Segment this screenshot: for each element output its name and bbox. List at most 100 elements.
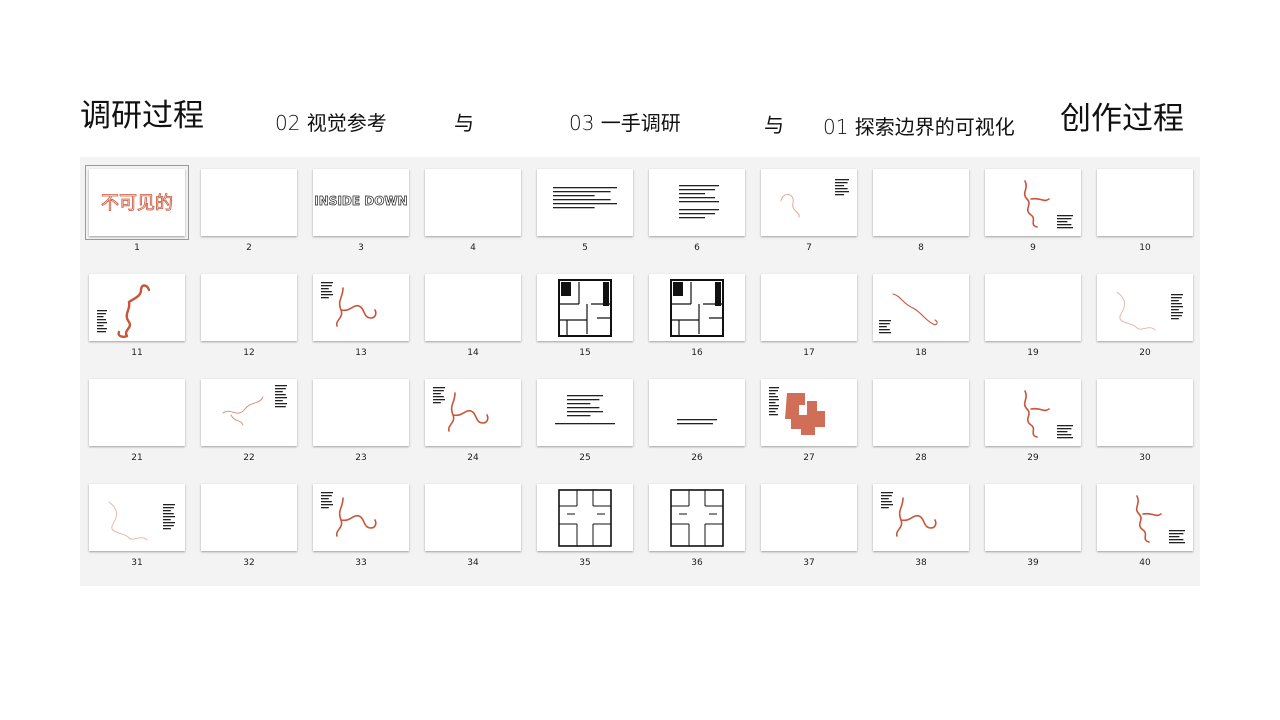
slide-preview xyxy=(321,282,377,327)
slide-number: 34 xyxy=(467,558,479,568)
slide-number: 14 xyxy=(467,348,479,358)
slide-thumbnail[interactable] xyxy=(537,484,633,551)
slide-number: 29 xyxy=(1027,453,1039,463)
svg-text:INSIDE DOWN: INSIDE DOWN xyxy=(314,194,407,208)
slide-number: 27 xyxy=(803,453,815,463)
slide-thumbnail[interactable] xyxy=(761,274,857,341)
slide-thumbnail[interactable] xyxy=(537,169,633,236)
slide-number: 35 xyxy=(579,558,591,568)
slide-thumbnail[interactable] xyxy=(89,274,185,341)
slide-thumbnail[interactable] xyxy=(761,484,857,551)
slide-number: 21 xyxy=(131,453,143,463)
slide-number: 40 xyxy=(1139,558,1151,568)
slide-number: 10 xyxy=(1139,243,1151,253)
slide-number: 22 xyxy=(243,453,255,463)
slide-thumbnail[interactable]: INSIDE DOWN xyxy=(313,169,409,236)
slide-preview xyxy=(108,501,175,541)
slide-number: 26 xyxy=(691,453,703,463)
slide-preview xyxy=(1116,291,1183,331)
slide-preview xyxy=(1023,390,1073,439)
slide-preview xyxy=(670,489,724,547)
slide-number: 36 xyxy=(691,558,703,568)
slide-thumbnail[interactable] xyxy=(761,379,857,446)
slide-preview xyxy=(321,492,377,537)
slide-preview xyxy=(879,293,938,334)
slide-preview: INSIDE DOWN xyxy=(314,194,408,209)
slide-number: 8 xyxy=(918,243,924,253)
slide-preview xyxy=(553,187,617,209)
slide-thumbnail[interactable] xyxy=(873,169,969,236)
slide-number: 4 xyxy=(470,243,476,253)
slide-thumbnail[interactable] xyxy=(649,274,745,341)
slide-number: 33 xyxy=(355,558,367,568)
slide-thumbnail[interactable] xyxy=(1097,484,1193,551)
slide-thumbnail[interactable] xyxy=(649,379,745,446)
slide-thumbnail[interactable] xyxy=(425,274,521,341)
label-and-1: 与 xyxy=(454,111,474,135)
slide-number: 1 xyxy=(134,243,140,253)
slide-thumbnail[interactable] xyxy=(201,484,297,551)
slide-thumbnail[interactable]: 不可见的 xyxy=(85,165,189,240)
slide-preview xyxy=(555,395,615,425)
slide-thumbnail[interactable] xyxy=(985,484,1081,551)
slide-preview: 不可见的 xyxy=(101,193,174,215)
slide-number: 39 xyxy=(1027,558,1039,568)
title-creation-process: 创作过程 xyxy=(1060,101,1184,137)
slide-thumbnail[interactable] xyxy=(873,274,969,341)
slide-preview xyxy=(670,279,724,337)
slide-thumbnail[interactable] xyxy=(985,274,1081,341)
label-firsthand-research: 03 一手调研 xyxy=(569,111,681,135)
slide-number: 12 xyxy=(243,348,255,358)
slide-preview xyxy=(679,185,719,219)
slide-thumbnail[interactable] xyxy=(985,169,1081,236)
slide-number: 23 xyxy=(355,453,367,463)
slide-thumbnail[interactable] xyxy=(873,484,969,551)
slide-thumbnail[interactable] xyxy=(313,379,409,446)
label-and-2: 与 xyxy=(764,113,784,137)
slide-thumbnail[interactable] xyxy=(537,274,633,341)
slide-thumbnail[interactable] xyxy=(201,274,297,341)
slide-thumbnail[interactable] xyxy=(425,484,521,551)
slide-thumbnail[interactable] xyxy=(425,379,521,446)
slide-preview xyxy=(769,387,825,435)
slide-thumbnail[interactable] xyxy=(649,169,745,236)
slide-number: 31 xyxy=(131,558,143,568)
slide-preview xyxy=(881,492,937,537)
slide-thumbnail[interactable] xyxy=(89,484,185,551)
slide-number: 7 xyxy=(806,243,812,253)
slide-number: 13 xyxy=(355,348,367,358)
slide-thumbnail[interactable] xyxy=(313,274,409,341)
slide-number: 19 xyxy=(1027,348,1039,358)
slide-number: 25 xyxy=(579,453,591,463)
slide-number: 5 xyxy=(582,243,588,253)
slide-number: 20 xyxy=(1139,348,1151,358)
slide-number: 15 xyxy=(579,348,591,358)
slide-thumbnail[interactable] xyxy=(425,169,521,236)
slide-number: 38 xyxy=(915,558,927,568)
slide-thumbnail[interactable] xyxy=(89,379,185,446)
slide-number: 11 xyxy=(131,348,143,358)
slide-thumbnail[interactable] xyxy=(1097,274,1193,341)
slide-thumbnail[interactable] xyxy=(537,379,633,446)
slide-thumbnail[interactable] xyxy=(761,169,857,236)
label-visual-reference: 02 视觉参考 xyxy=(275,111,387,135)
slide-thumbnail[interactable] xyxy=(985,379,1081,446)
slide-thumbnail[interactable] xyxy=(201,169,297,236)
slide-thumbnail[interactable] xyxy=(313,484,409,551)
slide-preview xyxy=(97,284,151,338)
slide-preview xyxy=(677,419,717,425)
slide-thumbnail[interactable] xyxy=(1097,379,1193,446)
slide-thumbnail[interactable] xyxy=(201,379,297,446)
slide-preview xyxy=(780,179,849,218)
slide-number: 32 xyxy=(243,558,255,568)
slide-preview xyxy=(558,489,612,547)
slide-thumbnail[interactable] xyxy=(873,379,969,446)
slide-number: 28 xyxy=(915,453,927,463)
slide-thumbnail[interactable] xyxy=(649,484,745,551)
slide-preview xyxy=(1023,180,1073,229)
slide-number: 6 xyxy=(694,243,700,253)
label-boundary-visualization: 01 探索边界的可视化 xyxy=(823,115,1015,139)
slide-thumbnail[interactable] xyxy=(1097,169,1193,236)
slide-number: 30 xyxy=(1139,453,1151,463)
